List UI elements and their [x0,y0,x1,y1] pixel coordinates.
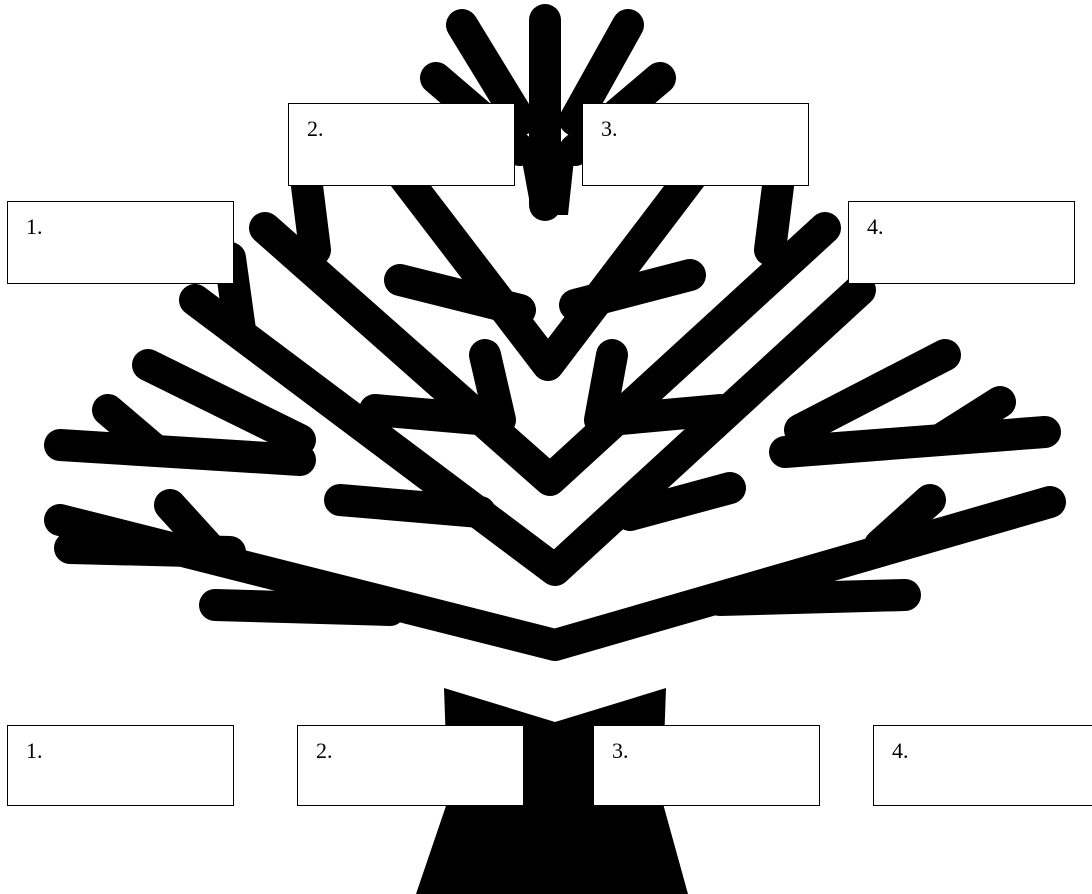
branch-label-number: 2. [307,116,324,141]
branch-label-box-3[interactable]: 3. [582,103,809,186]
root-label-number: 1. [26,738,43,763]
branch-label-box-4[interactable]: 4. [848,201,1075,284]
root-label-box-3[interactable]: 3. [593,725,820,806]
branch-label-number: 1. [26,214,43,239]
tree-branches [60,20,1050,645]
root-label-box-1[interactable]: 1. [7,725,234,806]
branch-label-box-1[interactable]: 1. [7,201,234,284]
branch-label-number: 3. [601,116,618,141]
root-label-number: 3. [612,738,629,763]
root-label-box-4[interactable]: 4. [873,725,1092,806]
root-label-box-2[interactable]: 2. [297,725,524,806]
root-label-number: 4. [892,738,909,763]
root-label-number: 2. [316,738,333,763]
branch-label-number: 4. [867,214,884,239]
branch-label-box-2[interactable]: 2. [288,103,515,186]
